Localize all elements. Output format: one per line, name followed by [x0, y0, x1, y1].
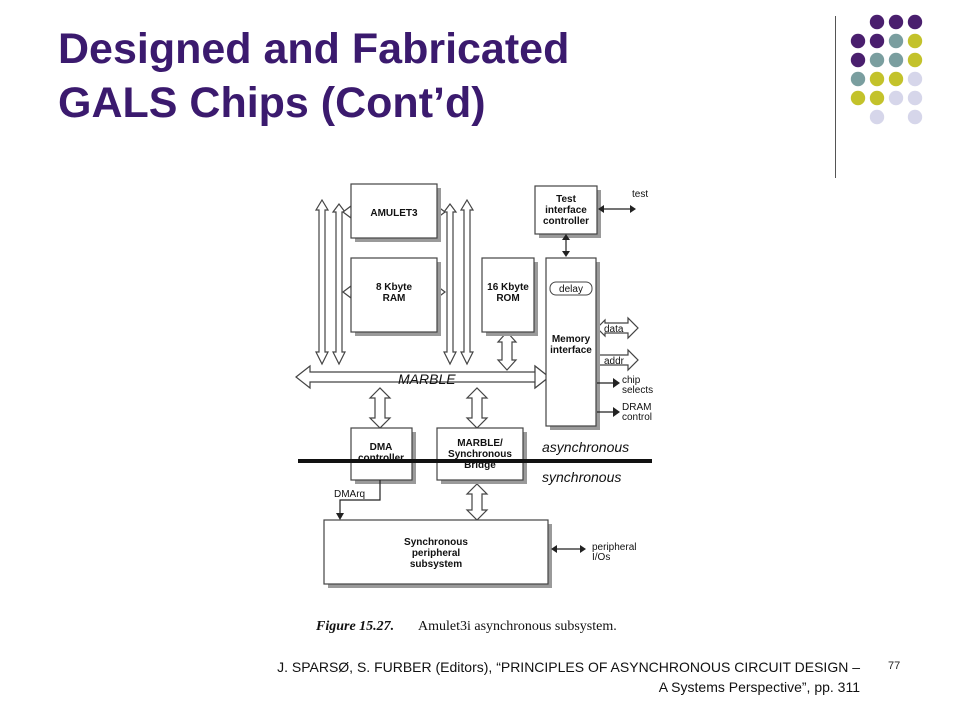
decorative-dot	[869, 52, 885, 68]
amulet3i-subsystem-diagram: MARBLE	[295, 183, 653, 634]
decorative-dot	[888, 52, 904, 68]
slide-title: Designed and Fabricated GALS Chips (Cont…	[58, 22, 758, 130]
decorative-dot	[850, 71, 866, 87]
figure-number: Figure 15.27.	[315, 619, 394, 634]
data-bus-arrow	[596, 316, 639, 340]
decorative-dot	[869, 109, 885, 125]
test-signal-label: test	[632, 189, 648, 200]
signal-arrowheads	[336, 205, 636, 553]
decorative-dot	[907, 90, 923, 106]
bridge-peripheral-arrow	[465, 483, 489, 521]
test-controller-block	[534, 185, 598, 235]
decorative-dot	[907, 109, 923, 125]
addr-bus-arrow	[596, 348, 639, 372]
page-number: 77	[888, 660, 901, 672]
chip-selects-label-line-1: chip	[622, 375, 641, 386]
rom-bus-arrow	[496, 331, 518, 371]
left-outer-bus-arrow	[314, 198, 330, 366]
decorative-dot	[888, 33, 904, 49]
decorative-dot-grid	[850, 14, 923, 125]
bridge-label-line-3: Bridge	[464, 460, 496, 471]
delay-label: delay	[559, 284, 583, 295]
bus-bridge-arrow	[465, 387, 489, 429]
decorative-dot	[907, 14, 923, 30]
decorative-dot	[869, 71, 885, 87]
slide-title-line-1: Designed and Fabricated	[58, 25, 570, 73]
bus-dma-arrow	[368, 387, 392, 429]
decorative-dot	[850, 90, 866, 106]
bus-connectors	[314, 198, 639, 521]
left-inner-bus-arrow	[331, 203, 347, 366]
citation-line-1: J. SPARSØ, S. FURBER (Editors), “PRINCIP…	[277, 659, 860, 675]
bridge-label-line-2: Synchronous	[448, 449, 512, 460]
slide-title-line-2: GALS Chips (Cont’d)	[58, 79, 486, 127]
dma-label-line-1: DMA	[370, 442, 393, 453]
decorative-dot	[869, 33, 885, 49]
dmarq-label: DMArq	[334, 489, 365, 500]
decorative-dot	[907, 33, 923, 49]
marble-bus-label: MARBLE	[398, 371, 456, 387]
peripheral-label-line-3: subsystem	[410, 559, 462, 570]
figure-caption: Amulet3i asynchronous subsystem.	[418, 619, 617, 634]
test-label-line-1: Test	[556, 194, 576, 205]
delay-element	[549, 281, 593, 296]
amulet3-block	[350, 183, 438, 239]
rom-block	[481, 257, 535, 333]
decorative-dot	[869, 90, 885, 106]
dma-controller-block	[350, 427, 413, 481]
ram-label-line-1: 8 Kbyte	[376, 282, 413, 293]
dmarq-line	[339, 480, 381, 517]
right-inner-bus-arrow	[442, 203, 458, 366]
rom-label-line-2: ROM	[496, 293, 519, 304]
decorative-dot	[888, 14, 904, 30]
bridge-label-line-1: MARBLE/	[457, 438, 503, 449]
decorative-dot	[850, 52, 866, 68]
ram-label-line-2: RAM	[383, 293, 406, 304]
dram-control-label-line-1: DRAM	[622, 402, 651, 413]
right-outer-bus-arrow	[459, 198, 475, 366]
decorative-divider	[835, 16, 836, 178]
dma-label-line-2: controller	[358, 453, 404, 464]
bridge-block	[436, 427, 524, 481]
decorative-dot	[907, 71, 923, 87]
synchronous-label: synchronous	[542, 469, 621, 485]
decorative-dot	[869, 14, 885, 30]
ram-block	[350, 257, 438, 333]
asynchronous-label: asynchronous	[542, 439, 629, 455]
chip-selects-label-line-2: selects	[622, 385, 653, 396]
citation-line-2: A Systems Perspective”, pp. 311	[658, 679, 860, 695]
decorative-dot	[850, 33, 866, 49]
peripheral-io-label-line-2: I/Os	[592, 552, 610, 563]
data-signal-label: data	[604, 324, 624, 335]
dram-control-label-line-2: control	[622, 412, 652, 423]
memory-label-line-2: interface	[550, 345, 592, 356]
amulet3-label: AMULET3	[370, 208, 418, 219]
peripheral-label-line-1: Synchronous	[404, 537, 468, 548]
bus-memory-arrow	[534, 364, 550, 390]
rom-label-line-1: 16 Kbyte	[487, 282, 529, 293]
test-label-line-2: interface	[545, 205, 587, 216]
memory-label-line-1: Memory	[552, 334, 591, 345]
decorative-dot	[888, 90, 904, 106]
decorative-dot	[907, 52, 923, 68]
peripheral-label-line-2: peripheral	[412, 548, 461, 559]
peripheral-subsystem-block	[323, 519, 549, 585]
peripheral-io-label-line-1: peripheral	[592, 542, 636, 553]
decorative-dot	[888, 71, 904, 87]
citation: J. SPARSØ, S. FURBER (Editors), “PRINCIP…	[180, 657, 860, 697]
test-label-line-3: controller	[543, 216, 589, 227]
addr-signal-label: addr	[604, 356, 625, 367]
